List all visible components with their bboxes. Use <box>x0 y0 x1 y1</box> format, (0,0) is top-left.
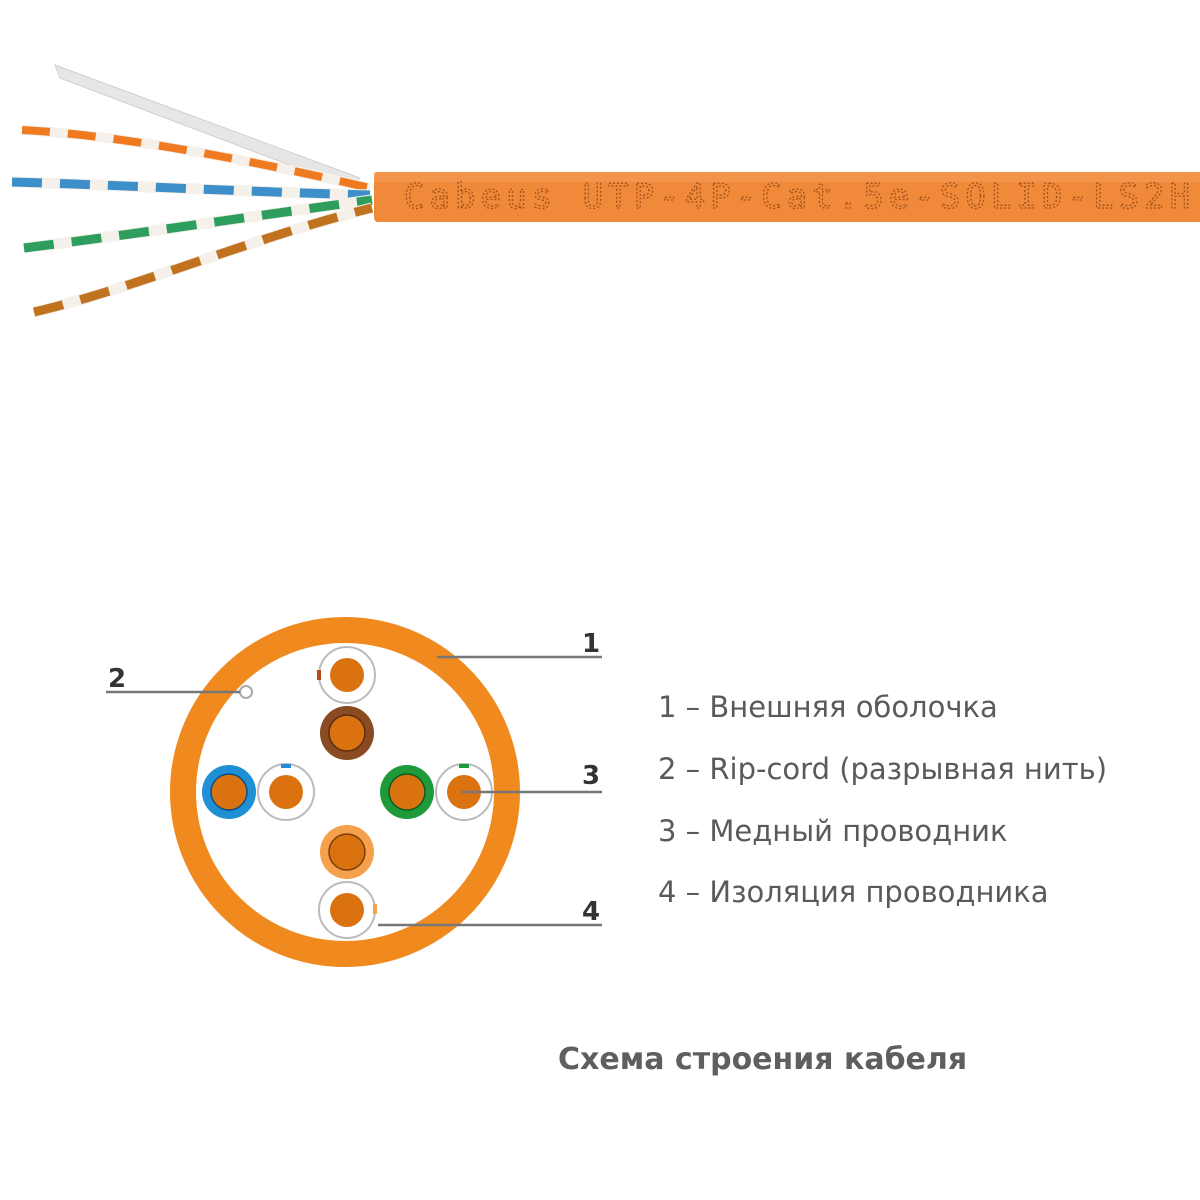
cable-marking: Cabeus UTP-4P-Cat.5e-SOLID-LS2H <box>404 177 1190 217</box>
twisted-pair-blue <box>11 176 371 201</box>
twisted-pair-green <box>23 194 373 254</box>
legend-item-jacket: 1 – Внешняя оболочка <box>658 690 998 724</box>
callout-4: 4 <box>582 897 600 927</box>
cross-section: 1 2 3 4 <box>106 617 602 967</box>
cable-photo: Cabeus UTP-4P-Cat.5e-SOLID-LS2H <box>11 64 1200 318</box>
callout-3: 3 <box>582 761 600 791</box>
conductor-orange <box>320 825 374 879</box>
legend-item-conductor: 3 – Медный проводник <box>658 814 1008 848</box>
callout-2: 2 <box>108 664 126 694</box>
rip-cord-strand <box>54 64 361 189</box>
diagram-caption: Схема строения кабеля <box>558 1042 968 1077</box>
twisted-pair-orange <box>21 125 372 193</box>
legend-item-insulation: 4 – Изоляция проводника <box>658 875 1049 909</box>
rip-cord <box>239 685 253 699</box>
conductor-blue <box>202 765 256 819</box>
conductor-white-blue <box>257 763 315 821</box>
callout-1: 1 <box>582 629 600 659</box>
cable-jacket <box>374 172 1200 222</box>
twisted-pair-brown <box>32 202 374 318</box>
conductor-white-brown <box>317 646 376 704</box>
leader-lines <box>106 655 602 927</box>
conductor-white-orange <box>318 881 377 939</box>
conductor-brown <box>320 706 374 760</box>
conductor-green <box>380 765 434 819</box>
legend-item-rip-cord: 2 – Rip-cord (разрывная нить) <box>658 752 1108 786</box>
